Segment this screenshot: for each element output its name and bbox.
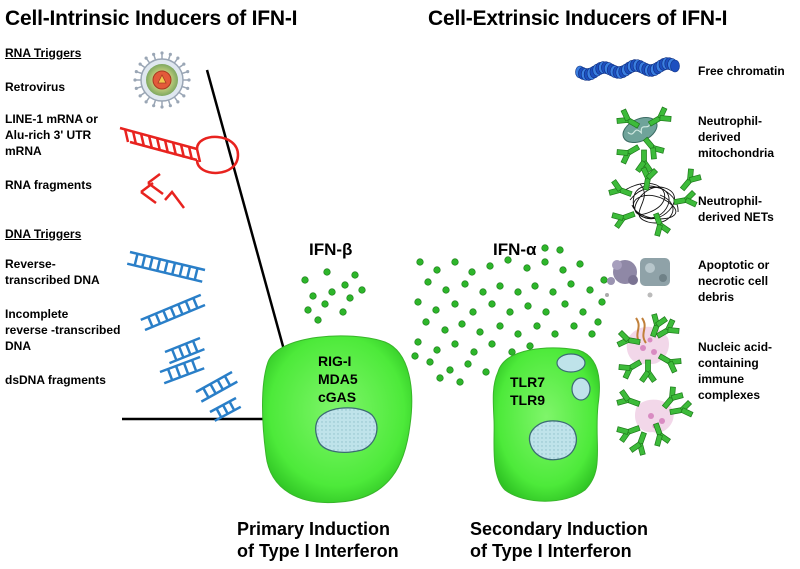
retrovirus-icon — [133, 51, 191, 109]
free-chromatin-label: Free chromatin — [698, 64, 785, 78]
secondary-nucleus — [528, 420, 577, 461]
primary-cell — [262, 335, 413, 504]
dna-ladders-icon — [126, 250, 242, 422]
free-chromatin-icon — [575, 57, 680, 81]
dna-triggers-header: DNA Triggers — [5, 227, 82, 241]
debris-icon — [605, 258, 670, 298]
nets-icon — [624, 182, 679, 224]
title-extrinsic: Cell-Extrinsic Inducers of IFN-I — [428, 7, 728, 30]
ifn-beta-dots — [301, 268, 366, 324]
title-intrinsic: Cell-Intrinsic Inducers of IFN-I — [5, 7, 298, 30]
ifn-beta-label: IFN-β — [309, 240, 353, 259]
retrovirus-label: Retrovirus — [5, 80, 66, 94]
nets-label: Neutrophil-derived NETs — [698, 194, 774, 224]
primary-nucleus — [315, 407, 378, 453]
hairpin-rna-icon — [119, 126, 240, 175]
rna-triggers-header: RNA Triggers — [5, 46, 82, 60]
endosome-2 — [571, 377, 591, 401]
antibody-icons — [608, 106, 702, 456]
dsdna-label: dsDNA fragments — [5, 373, 106, 387]
ifn-alpha-dots — [411, 244, 608, 386]
rna-fragments-icon — [140, 173, 185, 209]
endosome-1 — [556, 353, 586, 373]
reverse-transcribed-label: Reverse-transcribed DNA — [5, 257, 100, 287]
secondary-cell — [492, 347, 600, 502]
rna-fragments-label: RNA fragments — [5, 178, 92, 192]
ifn-alpha-label: IFN-α — [493, 240, 537, 259]
